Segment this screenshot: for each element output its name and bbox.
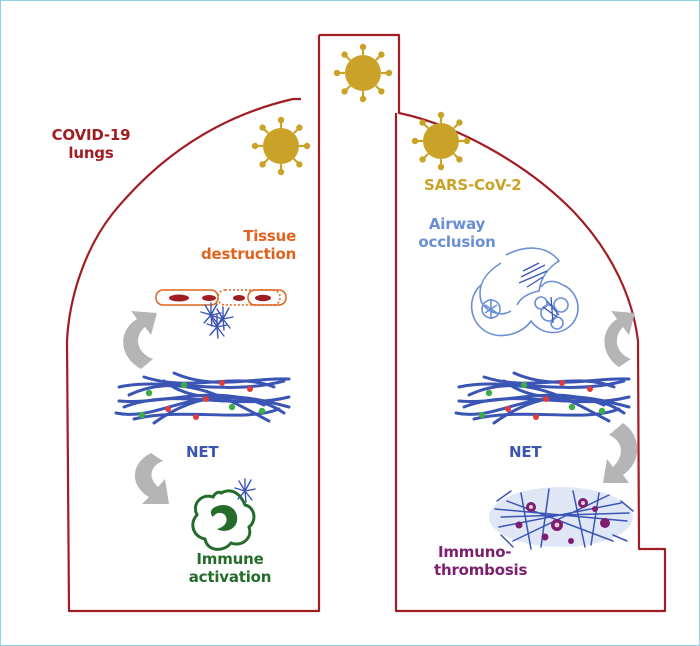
tissue-label-line-1: Tissue [243, 227, 297, 245]
net-right-icon [454, 371, 631, 425]
title-line-2: lungs [68, 144, 114, 162]
arrow-down-right-icon [603, 423, 638, 483]
thrombosis-label-line-2: thrombosis [434, 561, 528, 579]
thrombosis-label-line-1: Immuno- [438, 543, 512, 561]
tissue-cells-icon [155, 289, 287, 306]
tissue-label-line-2: destruction [201, 245, 297, 263]
net-left-label: NET [186, 443, 219, 461]
immune-activation-label: Immune activation [189, 550, 272, 586]
tissue-fiber-tuft-icon [200, 302, 234, 339]
arrow-up-left-icon [123, 311, 157, 369]
virus-label: SARS-CoV-2 [424, 176, 522, 194]
airway-occlusion-icon [470, 247, 579, 337]
immunothrombosis-clot-icon [489, 487, 634, 550]
virus-trachea-icon [332, 42, 394, 104]
net-left-icon [114, 371, 291, 425]
diagram-title: COVID-19 lungs [52, 126, 131, 162]
title-line-1: COVID-19 [51, 126, 131, 144]
net-right-label: NET [509, 443, 542, 461]
virus-left-icon [250, 115, 312, 177]
airway-occlusion-label: Airway occlusion [418, 215, 495, 251]
airway-label-line-2: occlusion [418, 233, 496, 251]
immunothrombosis-label: Immuno- thrombosis [434, 543, 527, 579]
tissue-destruction-label: Tissue destruction [201, 227, 296, 263]
virus-right-icon [410, 110, 472, 172]
immune-label-line-2: activation [188, 568, 272, 586]
immune-label-line-1: Immune [196, 550, 264, 568]
arrow-down-left-icon [134, 453, 169, 504]
left-lung-outline [65, 35, 321, 613]
airway-label-line-1: Airway [428, 215, 486, 233]
immune-cell-icon [191, 478, 256, 551]
curved-arrows [123, 311, 638, 504]
arrow-up-right-icon [604, 311, 635, 367]
